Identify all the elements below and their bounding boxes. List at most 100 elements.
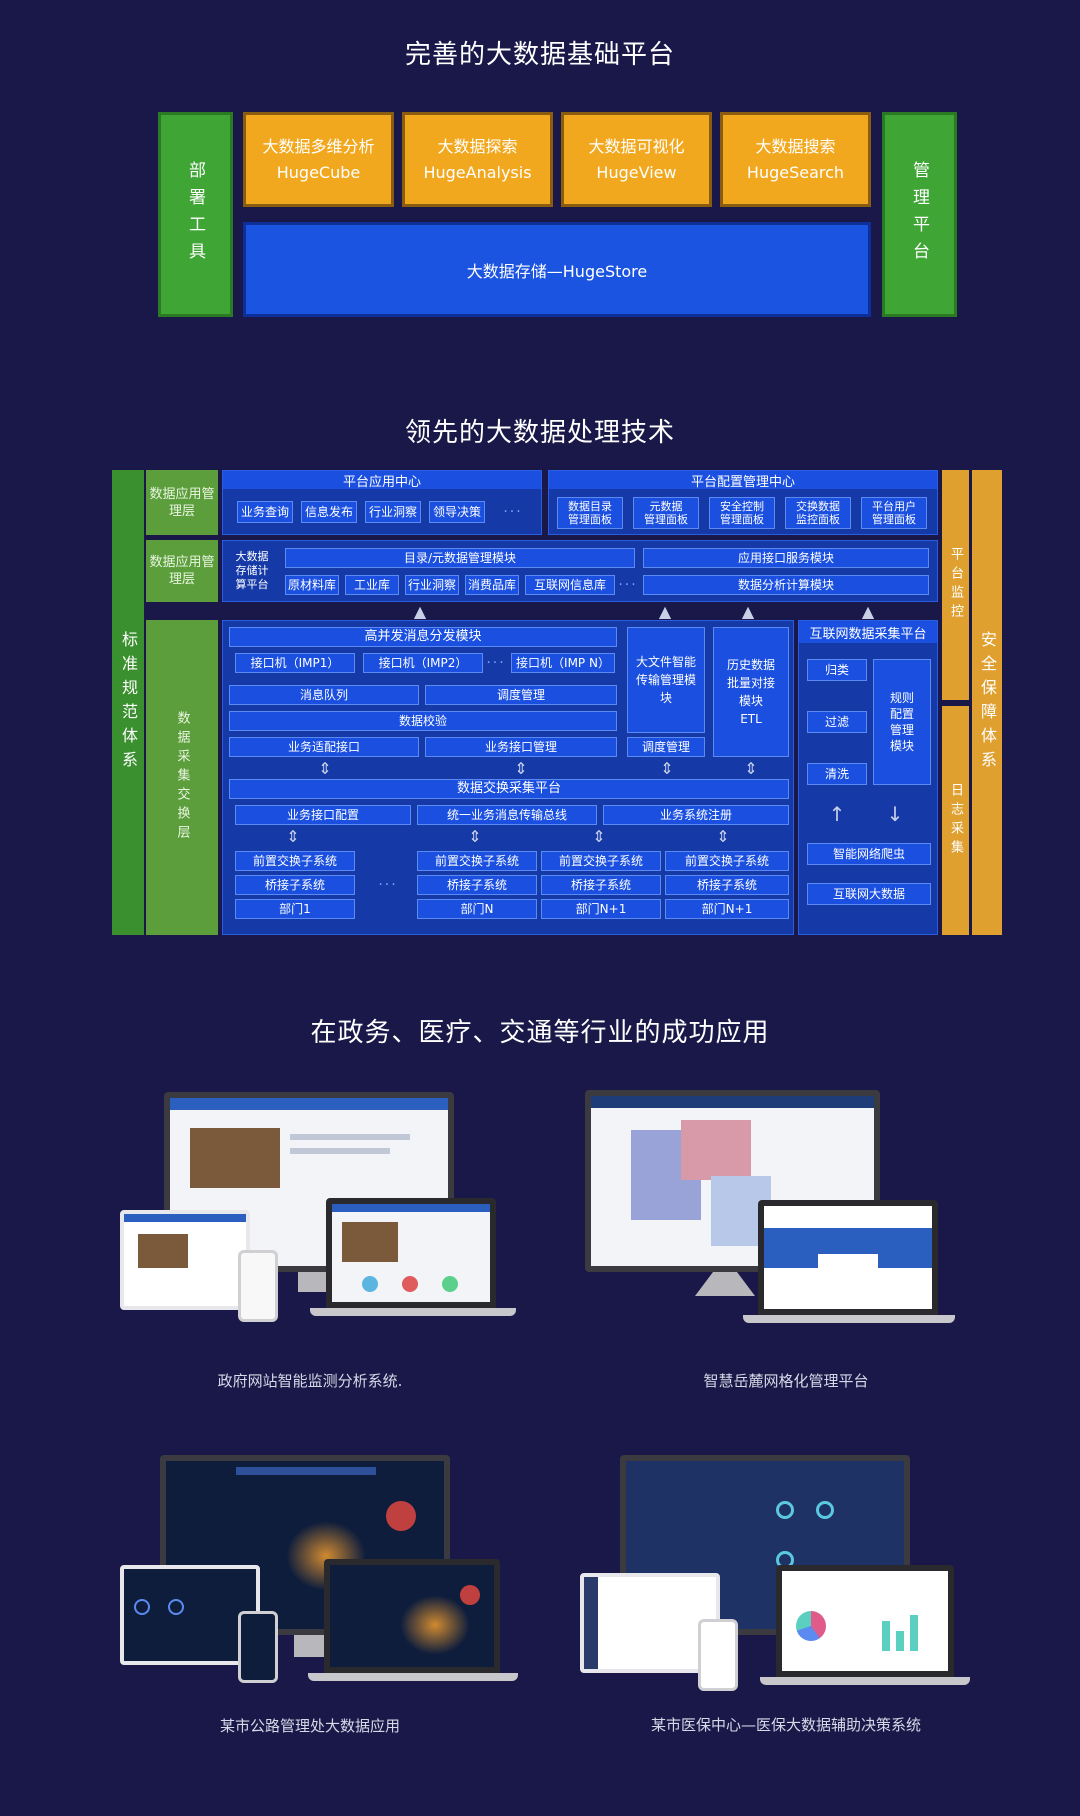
app-item-query[interactable]: 业务查询 [237,501,293,523]
module-en: HugeView [596,162,677,182]
data-analysis-compute[interactable]: 数据分析计算模块 [643,575,929,595]
module-en: HugeCube [276,162,361,182]
case3-devices [120,1455,520,1695]
phone-screen [238,1250,278,1322]
rule-config-module[interactable]: 规则 配置 管理 模块 [873,659,931,785]
app-interface-service[interactable]: 应用接口服务模块 [643,548,929,568]
layer2-label: 数据应用管理层 [146,540,218,602]
case4-caption: 某市医保中心—医保大数据辅助决策系统 [650,1716,921,1734]
interface-impn[interactable]: 接口机（IMP N） [511,653,615,673]
interface-imp2[interactable]: 接口机（IMP2） [363,653,483,673]
catalog-item-internet[interactable]: 互联网信息库 [525,575,615,595]
case1-caption: 政府网站智能监测分析系统. [217,1372,403,1390]
section2-title: 领先的大数据处理技术 [404,418,675,448]
manage-platform-pillar: 管理平台 [882,112,957,317]
case1-devices [120,1090,520,1330]
catalog-item-insight[interactable]: 行业洞察 [405,575,459,595]
storage-compute-panel: 大数据 存储计 算平台 目录/元数据管理模块 原材料库 工业库 行业洞察 消费品… [222,540,938,602]
biz-adapter[interactable]: 业务适配接口 [229,737,419,757]
platform-config-center-header: 平台配置管理中心 [549,471,937,490]
module-name: 大数据多维分析 [262,136,375,156]
catalog-item-raw[interactable]: 原材料库 [285,575,339,595]
internet-collect-panel: 互联网数据采集平台 归类 过滤 清洗 规则 配置 管理 模块 ↑ ↓ 智能网络爬… [798,620,938,935]
case4-devices [580,1455,980,1695]
section1-title: 完善的大数据基础平台 [404,40,675,70]
laptop-screen [758,1200,938,1315]
platform-monitor-column: 平台监控 [942,470,969,700]
bridge-1[interactable]: 桥接子系统 [235,875,355,895]
hc-msg-module[interactable]: 高并发消息分发模块 [229,627,617,647]
department-n1b[interactable]: 部门N+1 [665,899,789,919]
schedule-mgmt-2[interactable]: 调度管理 [627,737,705,757]
crawler[interactable]: 智能网络爬虫 [807,843,931,865]
catalog-module[interactable]: 目录/元数据管理模块 [285,548,635,568]
interface-imp1[interactable]: 接口机（IMP1） [235,653,355,673]
biz-system-register[interactable]: 业务系统注册 [603,805,789,825]
more-dots: ··· [378,877,398,893]
biz-interface-config[interactable]: 业务接口配置 [235,805,411,825]
biz-interface-mgmt[interactable]: 业务接口管理 [425,737,617,757]
tablet-screen [580,1573,720,1673]
config-item-users[interactable]: 平台用户 管理面板 [861,497,927,529]
big-file-module[interactable]: 大文件智能传输管理模块 [627,627,705,733]
layer1-label: 数据应用管理层 [146,470,218,535]
updown-arrow-icon: ⇕ [286,826,300,846]
app-item-publish[interactable]: 信息发布 [301,501,357,523]
tablet-screen [120,1210,250,1310]
updown-arrow-icon: ⇕ [592,826,606,846]
front-exchange-n1a[interactable]: 前置交换子系统 [541,851,661,871]
section3-title: 在政务、医疗、交通等行业的成功应用 [310,1018,770,1048]
security-system-pillar: 安全保障体系 [972,470,1002,935]
module-hugeview: 大数据可视化 HugeView [561,112,712,207]
msg-queue[interactable]: 消息队列 [229,685,419,705]
config-item-exchange[interactable]: 交换数据 监控面板 [785,497,851,529]
bridge-n1b[interactable]: 桥接子系统 [665,875,789,895]
app-item-insight[interactable]: 行业洞察 [365,501,421,523]
collect-classify[interactable]: 归类 [807,659,867,681]
config-item-metadata[interactable]: 元数据 管理面板 [633,497,699,529]
catalog-item-industry[interactable]: 工业库 [345,575,399,595]
module-en: HugeAnalysis [423,162,532,182]
laptop-screen [326,1198,496,1308]
exchange-platform[interactable]: 数据交换采集平台 [229,779,789,799]
data-verify[interactable]: 数据校验 [229,711,617,731]
down-arrow-icon: ↓ [886,802,904,826]
internet-collect-header: 互联网数据采集平台 [799,621,937,643]
config-item-security[interactable]: 安全控制 管理面板 [709,497,775,529]
laptop-screen [324,1559,500,1673]
laptop-screen [776,1565,954,1677]
bridge-n1a[interactable]: 桥接子系统 [541,875,661,895]
front-exchange-n1b[interactable]: 前置交换子系统 [665,851,789,871]
collect-filter[interactable]: 过滤 [807,711,867,733]
hugestore-block: 大数据存储—HugeStore [243,222,871,317]
platform-config-center-panel: 平台配置管理中心 数据目录 管理面板 元数据 管理面板 安全控制 管理面板 交换… [548,470,938,535]
department-n1a[interactable]: 部门N+1 [541,899,661,919]
log-collect-column: 日志采集 [942,706,969,935]
history-etl-module[interactable]: 历史数据 批量对接 模块 ETL [713,627,789,757]
department-1[interactable]: 部门1 [235,899,355,919]
up-arrow-icon: ↑ [828,802,846,826]
up-arrow-icon: ▲ [861,601,875,621]
front-exchange-1[interactable]: 前置交换子系统 [235,851,355,871]
updown-arrow-icon: ⇕ [514,758,528,778]
front-exchange-n[interactable]: 前置交换子系统 [417,851,537,871]
updown-arrow-icon: ⇕ [318,758,332,778]
config-item-catalog[interactable]: 数据目录 管理面板 [557,497,623,529]
collect-clean[interactable]: 清洗 [807,763,867,785]
case2-caption: 智慧岳麓网格化管理平台 [703,1372,869,1390]
phone-screen [698,1619,738,1691]
bridge-n[interactable]: 桥接子系统 [417,875,537,895]
up-arrow-icon: ▲ [413,601,427,621]
updown-arrow-icon: ⇕ [660,758,674,778]
module-hugeanalysis: 大数据探索 HugeAnalysis [402,112,553,207]
updown-arrow-icon: ⇕ [716,826,730,846]
platform-app-center-panel: 平台应用中心 业务查询 信息发布 行业洞察 领导决策 ··· [222,470,542,535]
catalog-item-consumer[interactable]: 消费品库 [465,575,519,595]
department-n[interactable]: 部门N [417,899,537,919]
layer3-label: 数据采集交换层 [146,620,218,935]
app-item-decision[interactable]: 领导决策 [429,501,485,523]
schedule-mgmt[interactable]: 调度管理 [425,685,617,705]
unified-bus[interactable]: 统一业务消息传输总线 [417,805,597,825]
internet-bigdata[interactable]: 互联网大数据 [807,883,931,905]
module-name: 大数据搜索 [755,136,836,156]
